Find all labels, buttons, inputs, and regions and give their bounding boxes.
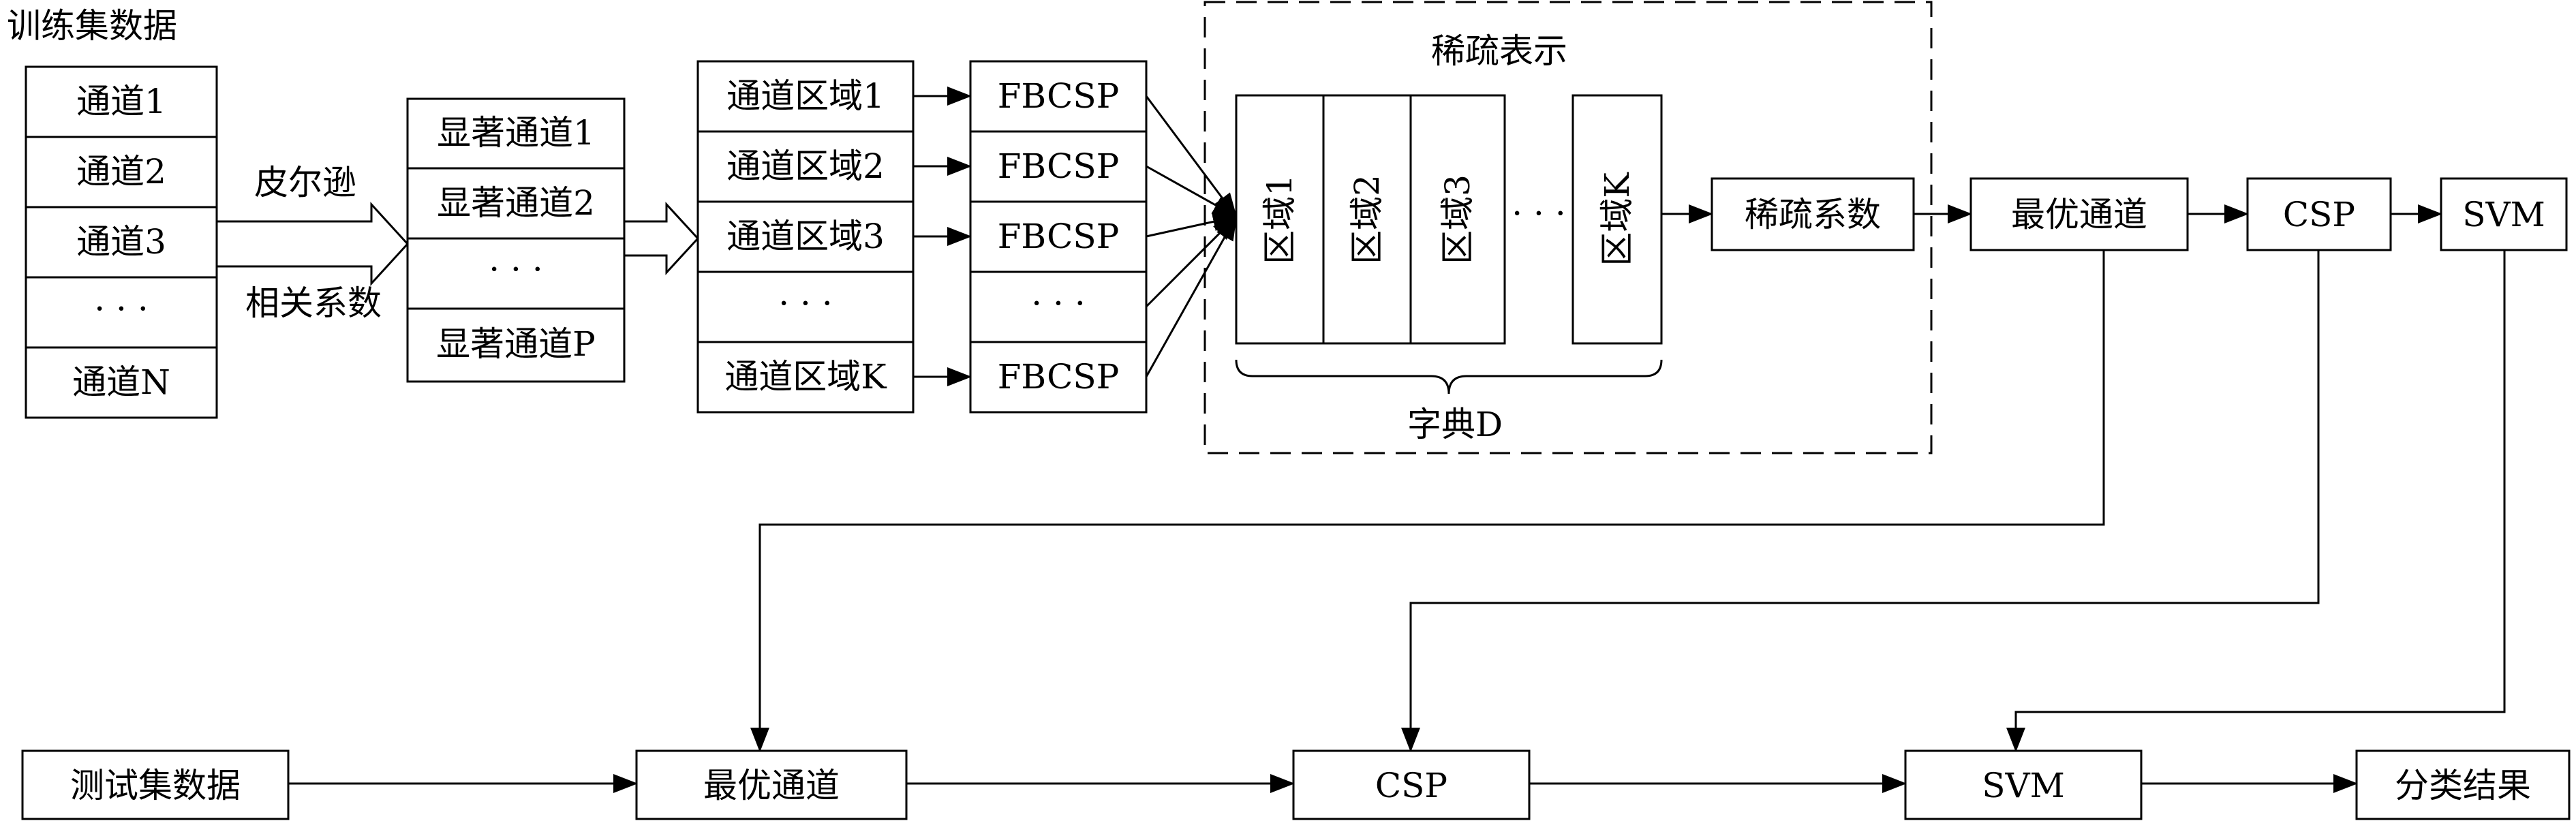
region-column: 通道区域1 通道区域2 通道区域3 · · · 通道区域K bbox=[696, 60, 915, 414]
region-fbcsp-arrows bbox=[913, 87, 972, 386]
region-1: 通道区域1 bbox=[726, 76, 885, 116]
bottom-optimal-label: 最优通道 bbox=[703, 766, 840, 805]
top-svm-box bbox=[2440, 177, 2568, 251]
dict-col-2: 区域2 bbox=[1347, 174, 1387, 264]
dictionary-label: 字典D bbox=[1407, 405, 1503, 444]
significant-1: 显著通道1 bbox=[437, 113, 595, 153]
dictionary-brace bbox=[1235, 359, 1663, 394]
dictionary-columns bbox=[1235, 94, 1663, 345]
bottom-optimal-box bbox=[635, 749, 908, 820]
sparse-title: 稀疏表示 bbox=[1431, 31, 1567, 71]
connector-csp-down bbox=[1401, 250, 2320, 752]
significant-2: 显著通道2 bbox=[437, 183, 595, 223]
hollow-arrow-to-regions bbox=[623, 202, 700, 275]
fbcsp-column: FBCSP FBCSP FBCSP · · · FBCSP bbox=[969, 60, 1148, 414]
pearson-label-2: 相关系数 bbox=[245, 283, 382, 323]
significant-p: 显著通道P bbox=[436, 324, 596, 364]
region-3: 通道区域3 bbox=[726, 217, 885, 256]
dict-col-1: 区域1 bbox=[1260, 174, 1300, 264]
bottom-csp-box bbox=[1292, 749, 1531, 820]
fbcsp-2: FBCSP bbox=[998, 146, 1120, 186]
sparse-coef-box bbox=[1711, 177, 1915, 251]
fbcsp-1: FBCSP bbox=[998, 76, 1120, 116]
fbcsp-dots: · · · bbox=[1031, 283, 1085, 323]
significant-column: 显著通道1 显著通道2 · · · 显著通道P bbox=[406, 97, 626, 383]
dict-col-3: 区域3 bbox=[1438, 174, 1477, 264]
channel-n: 通道N bbox=[72, 362, 170, 402]
channel-3: 通道3 bbox=[76, 222, 166, 262]
sparse-frame bbox=[1203, 1, 1933, 454]
converge-arrows bbox=[1145, 95, 1238, 377]
dict-dots: · · · bbox=[1512, 193, 1565, 233]
connector-svm-down bbox=[2006, 250, 2506, 752]
fbcsp-3: FBCSP bbox=[998, 217, 1120, 256]
pearson-label-1: 皮尔逊 bbox=[254, 163, 356, 202]
result-box bbox=[2355, 749, 2571, 820]
dict-col-k: 区域K bbox=[1597, 172, 1637, 266]
bottom-csp-label: CSP bbox=[1375, 766, 1447, 805]
top-csp-box bbox=[2246, 177, 2392, 251]
top-optimal-label: 最优通道 bbox=[2011, 195, 2147, 234]
sparse-coef-label: 稀疏系数 bbox=[1745, 195, 1881, 234]
region-2: 通道区域2 bbox=[726, 146, 885, 186]
region-k: 通道区域K bbox=[724, 357, 887, 397]
top-svm-label: SVM bbox=[2462, 195, 2545, 234]
region-dots: · · · bbox=[778, 283, 832, 323]
pearson-arrow bbox=[215, 202, 410, 286]
channel-column: 通道1 通道2 通道3 · · · 通道N bbox=[25, 65, 218, 419]
result-label: 分类结果 bbox=[2395, 766, 2531, 805]
channel-1: 通道1 bbox=[76, 82, 166, 121]
bottom-svm-box bbox=[1904, 749, 2143, 820]
test-data-box bbox=[21, 749, 290, 820]
training-title: 训练集数据 bbox=[7, 6, 177, 46]
significant-dots: · · · bbox=[489, 249, 542, 289]
fbcsp-k: FBCSP bbox=[998, 357, 1120, 397]
channel-dots: · · · bbox=[94, 289, 148, 328]
channel-2: 通道2 bbox=[76, 152, 166, 191]
bottom-svm-label: SVM bbox=[1982, 766, 2065, 805]
top-csp-label: CSP bbox=[2283, 195, 2355, 234]
connector-optimal-down bbox=[750, 250, 2105, 752]
top-optimal-box bbox=[1969, 177, 2189, 251]
test-data-label: 测试集数据 bbox=[70, 766, 241, 805]
